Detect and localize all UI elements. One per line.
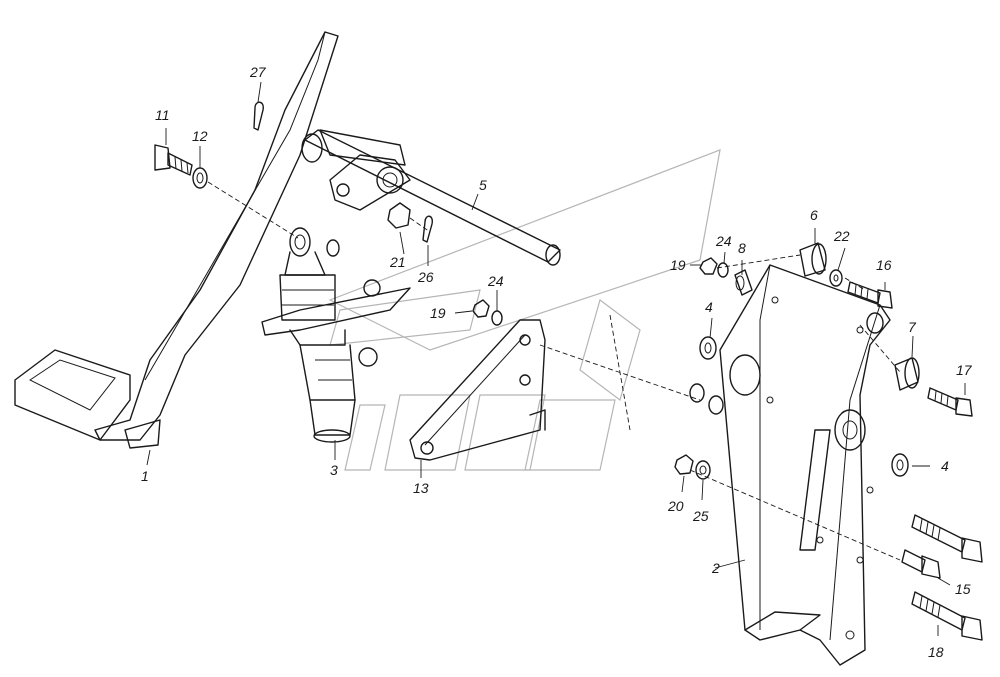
label-20: 20 (667, 498, 684, 514)
washers-cluster (326, 239, 724, 415)
washer-24-mid (491, 310, 503, 326)
label-24-mid: 24 (487, 273, 504, 289)
label-26: 26 (417, 269, 434, 285)
pedal-shaft (301, 129, 561, 266)
washer-24-top (717, 262, 729, 278)
label-18: 18 (928, 644, 944, 660)
assembly-axis-lines (207, 181, 901, 561)
label-4-right: 4 (941, 458, 949, 474)
master-cylinder (261, 227, 411, 443)
label-13: 13 (413, 480, 429, 496)
bushing-7 (894, 357, 920, 391)
mounting-bracket (719, 264, 891, 666)
label-1: 1 (141, 468, 149, 484)
label-5: 5 (479, 177, 487, 193)
nut-20 (674, 454, 694, 475)
washer-12 (192, 167, 208, 189)
label-19-mid: 19 (430, 305, 446, 321)
label-17: 17 (956, 362, 973, 378)
label-6: 6 (810, 207, 818, 223)
washer-4-right (891, 453, 909, 477)
label-4-left: 4 (705, 299, 713, 315)
cotter-pin-27 (253, 101, 264, 131)
watermark-logo (328, 149, 721, 471)
washer-22 (829, 269, 843, 287)
nut-19-mid (472, 299, 490, 318)
label-7: 7 (908, 319, 917, 335)
bracket-plate (409, 319, 546, 461)
bolt-17 (927, 387, 973, 417)
label-19-top: 19 (670, 257, 686, 273)
label-24-top: 24 (715, 233, 732, 249)
bolt-18 (911, 591, 983, 641)
nut-19-top (699, 257, 718, 275)
label-16: 16 (876, 257, 892, 273)
bolt-15 (901, 549, 941, 579)
label-25: 25 (692, 508, 709, 524)
label-15: 15 (955, 581, 971, 597)
part-labels: 1 2 3 4 4 5 6 7 8 11 12 13 15 16 17 18 1… (141, 64, 973, 660)
bolt-16 (847, 281, 893, 309)
sleeve-8 (734, 269, 753, 296)
washer-4-left (699, 336, 717, 360)
label-21: 21 (389, 254, 406, 270)
pedal-lever (14, 31, 339, 449)
label-11: 11 (155, 107, 170, 123)
label-27: 27 (249, 64, 267, 80)
label-2: 2 (711, 560, 720, 576)
label-12: 12 (192, 128, 208, 144)
castle-nut-21 (387, 202, 411, 229)
bolt-11 (154, 144, 193, 176)
cotter-pin-26 (422, 215, 433, 243)
washer-25 (695, 460, 711, 480)
label-3: 3 (330, 462, 338, 478)
label-8: 8 (738, 240, 746, 256)
bushing-6 (799, 242, 827, 277)
leader-lines (146, 81, 966, 636)
label-22: 22 (833, 228, 850, 244)
bolt-long (911, 514, 983, 563)
